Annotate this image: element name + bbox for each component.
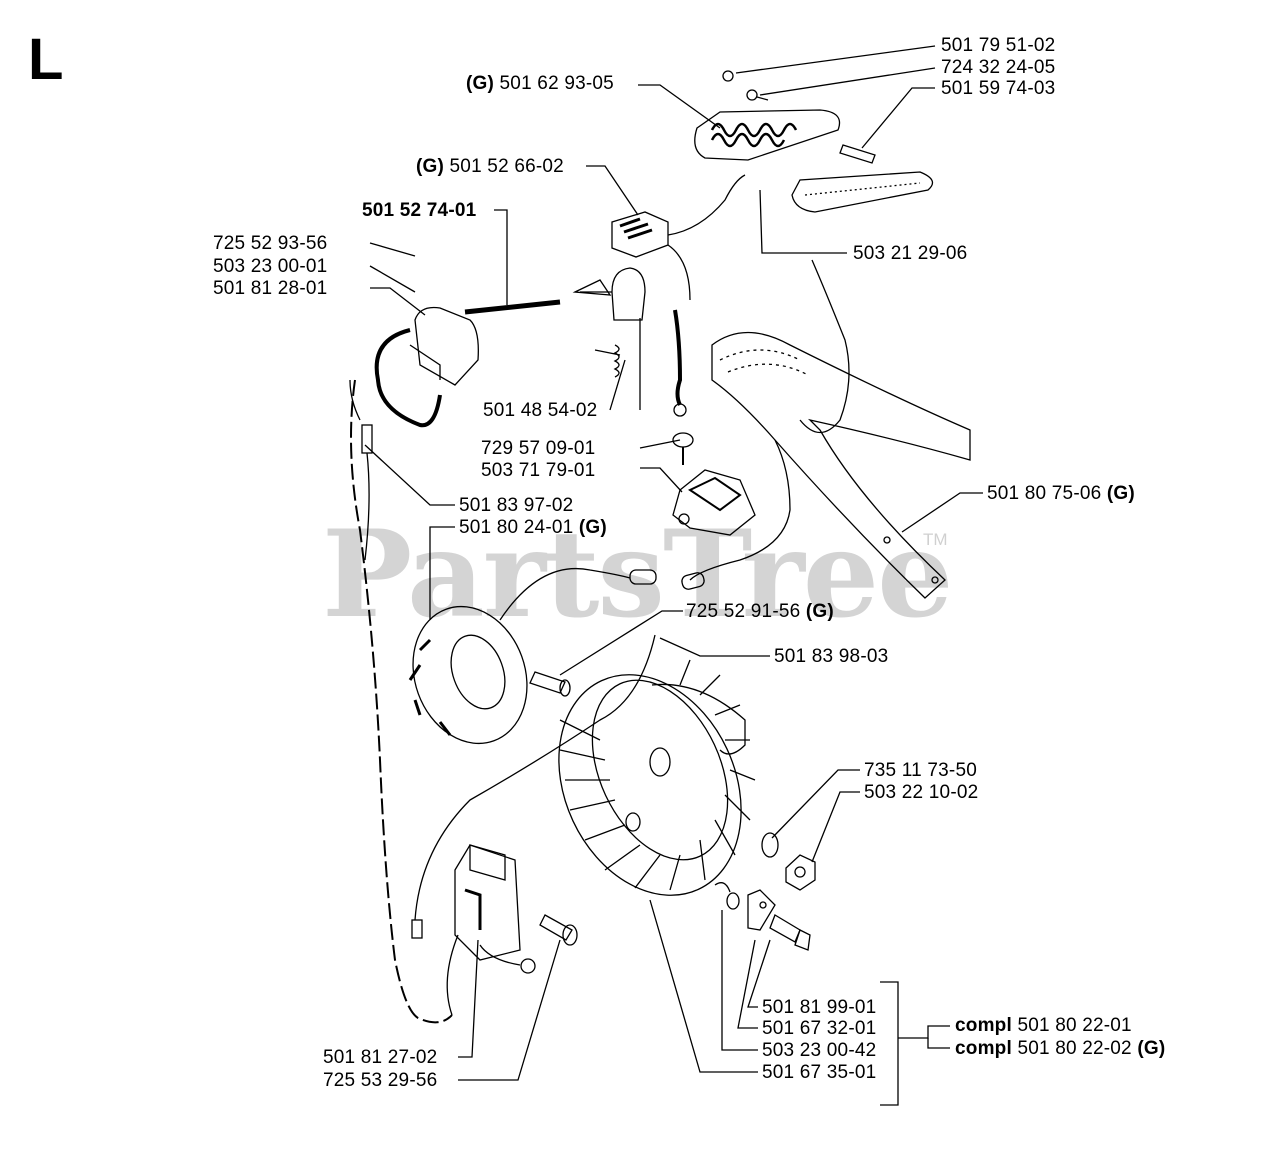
part-callout[interactable]: 501 79 51-02 (941, 35, 1056, 56)
nut-503-22-10-02 (785, 854, 816, 891)
leader-line (759, 189, 847, 254)
leader-line (370, 287, 426, 316)
part-callout[interactable]: 725 52 91-56 (G) (686, 601, 834, 622)
leader-line (369, 265, 416, 293)
watermark: PartsTree (322, 504, 953, 645)
part-callout[interactable]: 503 21 29-06 (853, 243, 968, 264)
wire-terminal (411, 919, 423, 939)
part-callout[interactable]: 501 83 98-03 (774, 646, 889, 667)
leader-line (811, 791, 860, 863)
handle-bar (681, 259, 971, 599)
kit-bracket (880, 981, 899, 1106)
kit-callout[interactable]: compl 501 80 22-01 (955, 1015, 1132, 1036)
part-callout[interactable]: 501 67 35-01 (762, 1062, 877, 1083)
washer-735-11-73-50 (761, 832, 779, 858)
ignition-lead (464, 299, 561, 315)
part-callout[interactable]: 501 48 54-02 (483, 400, 598, 421)
part-callout[interactable]: (G) 501 52 66-02 (416, 156, 564, 177)
leader-line (649, 899, 758, 1073)
part-callout[interactable]: 501 59 74-03 (941, 78, 1056, 99)
watermark-trademark: TM (923, 530, 948, 549)
part-callout[interactable]: 501 52 74-01 (362, 200, 477, 221)
leader-line (659, 637, 770, 657)
leader-line (559, 610, 683, 676)
leader-line (458, 939, 561, 1081)
spring-contact (594, 344, 621, 378)
heater-cover (791, 171, 934, 213)
coil-wire (414, 634, 656, 921)
starter-pawl (747, 889, 776, 931)
handle-heater-plate (694, 109, 841, 161)
small-screw (722, 70, 769, 101)
part-callout[interactable]: 501 81 28-01 (213, 278, 328, 299)
leader-line (737, 939, 758, 1029)
pawl-bolt (769, 914, 811, 951)
leader-line (861, 87, 935, 149)
part-callout[interactable]: 725 53 29-56 (323, 1070, 438, 1091)
leader-line (494, 209, 508, 305)
spark-plug-cap (572, 267, 646, 321)
leader-line (759, 67, 936, 96)
flywheel (558, 659, 756, 896)
part-callout[interactable]: (G) 501 62 93-05 (466, 73, 614, 94)
part-callout[interactable]: 501 81 27-02 (323, 1047, 438, 1068)
leader-line (609, 359, 626, 411)
bolt-725-52-91-56 (529, 671, 571, 697)
part-callout[interactable]: 503 22 10-02 (864, 782, 979, 803)
leader-line (638, 84, 721, 129)
leader-line (771, 769, 860, 839)
part-callout[interactable]: 735 11 73-50 (864, 760, 977, 781)
pin (839, 144, 876, 164)
part-callout[interactable]: 725 52 93-56 (213, 233, 328, 254)
leader-line (721, 910, 758, 1051)
kit-bracket-connector (927, 1038, 950, 1049)
leader-line (640, 467, 683, 493)
part-callout[interactable]: 503 23 00-42 (762, 1040, 877, 1061)
part-callout[interactable]: 503 23 00-01 (213, 256, 328, 277)
part-callout[interactable]: 501 81 99-01 (762, 997, 877, 1018)
bolt-725-53-29-56 (539, 914, 578, 946)
ignition-module-lower (446, 844, 536, 1016)
part-callout[interactable]: 501 80 75-06 (G) (987, 483, 1135, 504)
part-callout[interactable]: 724 32 24-05 (941, 57, 1056, 78)
kit-callout[interactable]: compl 501 80 22-02 (G) (955, 1038, 1166, 1059)
leader-line (429, 526, 455, 620)
ignition-coil (349, 306, 479, 561)
switch-assembly (611, 174, 746, 417)
leader-line (458, 939, 479, 1058)
part-callout[interactable]: 501 67 32-01 (762, 1018, 877, 1039)
ground-wire (350, 379, 453, 1024)
charging-coil-ring (408, 568, 657, 745)
leader-line (901, 492, 983, 533)
part-callout[interactable]: 501 83 97-02 (459, 495, 574, 516)
leader-line (369, 242, 416, 257)
kit-bracket-connector (898, 1025, 950, 1039)
leader-line (586, 165, 639, 216)
leader-line (735, 45, 936, 74)
leader-line (364, 444, 455, 506)
ignition-module (672, 432, 756, 536)
part-callout[interactable]: 503 71 79-01 (481, 460, 596, 481)
key (714, 882, 740, 910)
leader-line (747, 939, 771, 1008)
part-callout[interactable]: 729 57 09-01 (481, 438, 596, 459)
section-letter: L (28, 27, 64, 92)
part-callout[interactable]: 501 80 24-01 (G) (459, 517, 607, 538)
